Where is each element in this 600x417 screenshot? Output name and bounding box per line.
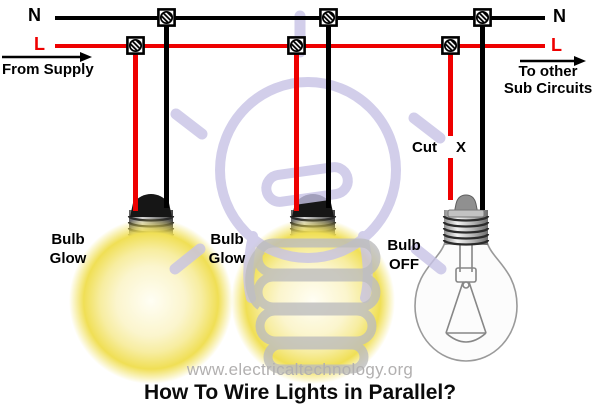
junction-box-icon: [126, 36, 145, 55]
bulb-2-live-drop-wire: [294, 46, 299, 211]
bulb-3-neutral-drop-wire: [480, 18, 485, 210]
page-title: How To Wire Lights in Parallel?: [143, 381, 457, 404]
bulb-1: [69, 190, 233, 384]
bulb-3-label-line1: Bulb: [387, 237, 421, 254]
neutral-bus-wire: [55, 16, 545, 20]
sub-circuits-line: Sub Circuits: [503, 80, 593, 97]
junction-box-icon: [287, 36, 306, 55]
bulb-3-live-drop-wire-upper: [448, 46, 453, 136]
cut-x-mark: X: [456, 139, 467, 156]
cut-label: Cut: [412, 139, 437, 156]
to-sub-circuits-arrow-icon: [520, 56, 586, 66]
bulb-icon: [414, 194, 518, 362]
bulb-2-label-line1: Bulb: [210, 231, 244, 248]
bulb-1-live-drop-wire: [133, 46, 138, 211]
junction-box-icon: [319, 8, 338, 27]
bulb-1-state-label: Bulb Glow: [26, 230, 110, 268]
bulb-1-glow-halo: [69, 218, 233, 384]
bulb-1-label-line1: Bulb: [51, 231, 85, 248]
bulb-3-label-line2: OFF: [389, 256, 419, 273]
bulb-1-label-line2: Glow: [49, 250, 87, 267]
bulb-2: [231, 190, 395, 384]
from-supply-label: From Supply: [2, 61, 94, 78]
junction-box-icon: [441, 36, 460, 55]
bulb-3-live-drop-wire-lower: [448, 158, 453, 200]
bulb-3: [401, 190, 531, 370]
neutral-label-right: N: [553, 6, 566, 26]
watermark-url: www.electricaltechnology.org: [186, 360, 414, 379]
from-supply-arrow-icon: [2, 52, 92, 62]
junction-box-icon: [473, 8, 492, 27]
neutral-label-left: N: [28, 5, 41, 25]
junction-box-icon: [157, 8, 176, 27]
bulb-2-state-label: Bulb Glow: [185, 230, 269, 268]
live-label-right: L: [551, 35, 562, 55]
to-sub-circuits-label: To other Sub Circuits: [496, 63, 600, 97]
bulb-2-neutral-drop-wire: [326, 18, 331, 208]
bulb-3-state-label: Bulb OFF: [362, 236, 446, 274]
bulb-1-neutral-drop-wire: [164, 18, 169, 208]
live-label-left: L: [34, 34, 45, 54]
bulb-2-label-line2: Glow: [208, 250, 246, 267]
to-other-line: To other: [518, 63, 578, 80]
